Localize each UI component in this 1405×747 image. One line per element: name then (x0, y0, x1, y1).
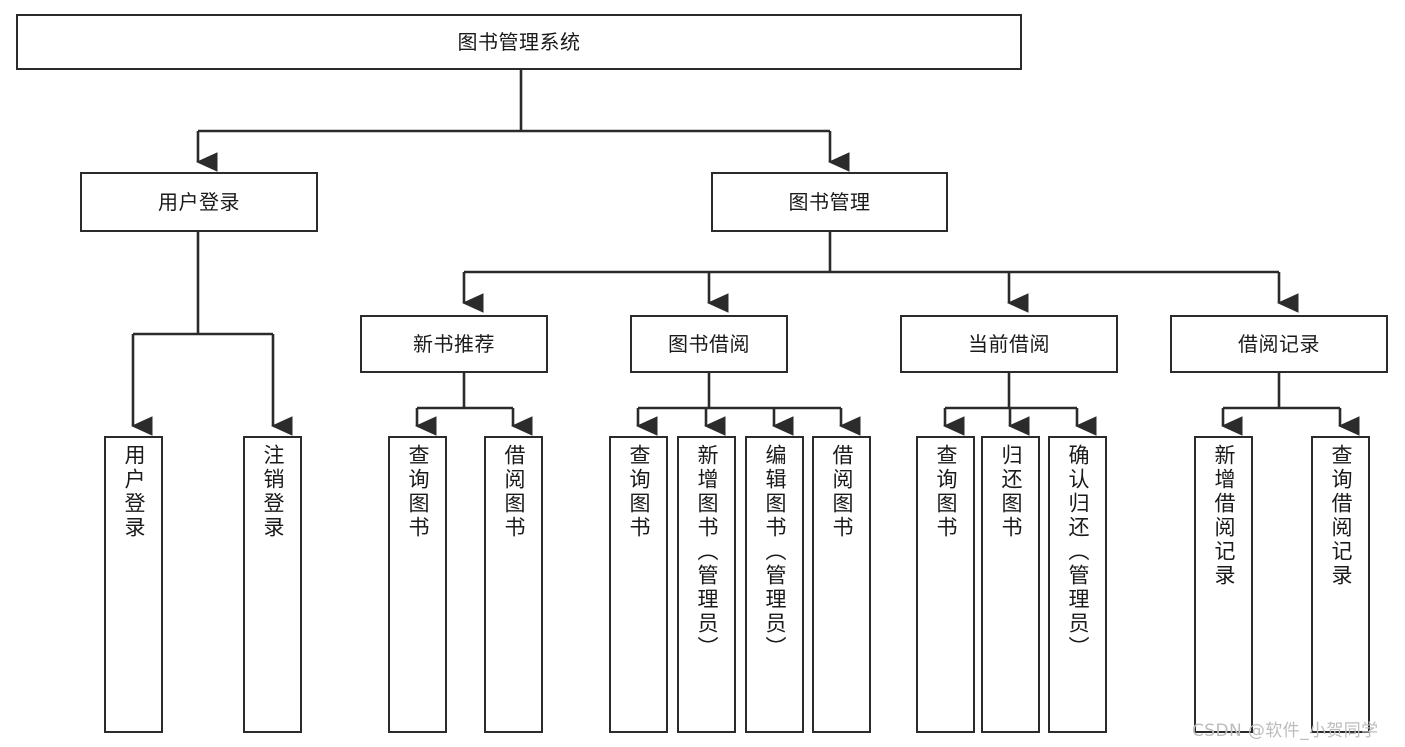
node-current-borrow[interactable]: 当前借阅 (900, 315, 1118, 373)
node-label: 图书借阅 (668, 331, 750, 356)
leaf-borrow-edit-book-admin[interactable]: 编辑图书（管理员） (745, 436, 804, 733)
node-root-system[interactable]: 图书管理系统 (16, 14, 1022, 70)
leaf-record-add-record[interactable]: 新增借阅记录 (1194, 436, 1253, 733)
node-label: 查询图书 (406, 444, 430, 540)
leaf-borrow-query-book[interactable]: 查询图书 (609, 436, 668, 733)
node-label: 新增图书（管理员） (695, 444, 719, 660)
node-label: 编辑图书（管理员） (763, 444, 787, 660)
node-label: 用户登录 (122, 444, 146, 540)
node-label: 确认归还（管理员） (1066, 444, 1090, 660)
node-borrow-record[interactable]: 借阅记录 (1170, 315, 1388, 373)
leaf-recommend-borrow-book[interactable]: 借阅图书 (484, 436, 543, 733)
node-user-login[interactable]: 用户登录 (80, 172, 318, 232)
node-label: 注销登录 (261, 444, 285, 540)
leaf-borrow-add-book-admin[interactable]: 新增图书（管理员） (677, 436, 736, 733)
leaf-current-confirm-return-admin[interactable]: 确认归还（管理员） (1048, 436, 1107, 733)
node-label: 新增借阅记录 (1212, 444, 1236, 588)
node-label: 借阅图书 (830, 444, 854, 540)
leaf-record-query-record[interactable]: 查询借阅记录 (1311, 436, 1370, 733)
leaf-borrow-borrow-book[interactable]: 借阅图书 (812, 436, 871, 733)
node-book-management[interactable]: 图书管理 (711, 172, 948, 232)
leaf-user-login-signin[interactable]: 用户登录 (104, 436, 163, 733)
node-label: 借阅记录 (1238, 331, 1320, 356)
node-new-book-recommend[interactable]: 新书推荐 (360, 315, 548, 373)
node-book-borrow[interactable]: 图书借阅 (630, 315, 788, 373)
node-label: 借阅图书 (502, 444, 526, 540)
csdn-watermark: CSDN @软件_小贺同学 (1192, 721, 1379, 741)
node-label: 用户登录 (158, 189, 240, 214)
node-label: 当前借阅 (968, 331, 1050, 356)
node-label: 查询借阅记录 (1329, 444, 1353, 588)
node-label: 新书推荐 (413, 331, 495, 356)
node-label: 查询图书 (934, 444, 958, 540)
node-label: 图书管理系统 (457, 29, 581, 54)
node-label: 查询图书 (627, 444, 651, 540)
node-label: 归还图书 (999, 444, 1023, 540)
leaf-recommend-query-book[interactable]: 查询图书 (388, 436, 447, 733)
leaf-current-return-book[interactable]: 归还图书 (981, 436, 1040, 733)
leaf-user-login-signout[interactable]: 注销登录 (243, 436, 302, 733)
node-label: 图书管理 (788, 189, 871, 214)
leaf-current-query-book[interactable]: 查询图书 (916, 436, 975, 733)
